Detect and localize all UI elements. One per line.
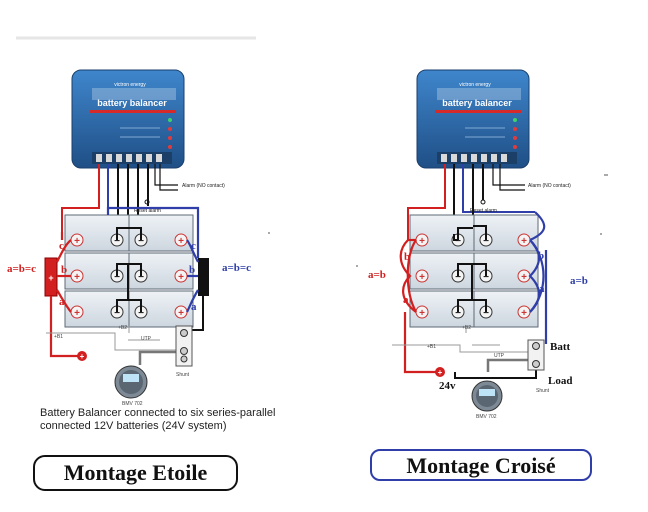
battery-minus-label: − <box>114 272 120 283</box>
right-red-group-label: a=b <box>368 269 386 281</box>
left-shunt <box>175 325 193 367</box>
battery-minus-label: − <box>483 308 489 319</box>
battery-plus-label: + <box>74 236 80 247</box>
left-diagram: victron energy battery balancer <box>7 69 251 407</box>
right-voltage-label: 24v <box>439 380 456 392</box>
battery-plus-label: + <box>419 236 425 247</box>
battery-minus-label: − <box>138 272 144 283</box>
battery-plus-label: + <box>419 308 425 319</box>
right-shunt-label: Shunt <box>536 388 550 394</box>
right-battery-balancer: victron energy battery balancer <box>416 69 530 169</box>
battery-plus-label: + <box>74 308 80 319</box>
battery-plus-label: + <box>178 236 184 247</box>
terminal-plus-label: + <box>80 352 85 361</box>
right-b1-label: +B1 <box>427 344 436 350</box>
right-device-name: battery balancer <box>442 98 512 108</box>
left-b1-label: +B1 <box>54 334 63 340</box>
left-battery-balancer: victron energy battery balancer <box>71 69 185 169</box>
battery-plus-label: + <box>178 308 184 319</box>
left-shunt-label: Shunt <box>176 372 190 378</box>
left-b2-label: +B2 <box>118 325 127 331</box>
left-device-name: battery balancer <box>97 98 167 108</box>
right-title: Montage Croisé <box>370 449 592 481</box>
battery-minus-label: − <box>138 236 144 247</box>
right-blue-group-label: a=b <box>570 275 588 287</box>
right-utp-label: UTP <box>494 353 505 359</box>
right-label-a: a <box>403 294 409 306</box>
right-label-b-blue: b <box>538 250 544 262</box>
left-label-b-blue: b <box>189 264 195 276</box>
right-reset-label: Reset alarm <box>470 208 497 214</box>
left-caption-line2: connected 12V batteries (24V system) <box>40 420 227 432</box>
right-device-brand: victron energy <box>459 82 491 88</box>
right-load-label: Load <box>548 375 572 387</box>
battery-plus-label: + <box>419 272 425 283</box>
battery-plus-label: + <box>521 308 527 319</box>
left-caption: Battery Balancer connected to six series… <box>40 407 300 433</box>
left-utp-label: UTP <box>141 336 152 342</box>
right-label-b: b <box>404 251 410 263</box>
battery-plus-label: + <box>521 236 527 247</box>
battery-minus-label: − <box>483 236 489 247</box>
left-alarm-label: Alarm (NO contact) <box>182 183 225 189</box>
left-title: Montage Etoile <box>33 455 238 491</box>
left-label-c-blue: c <box>191 240 196 252</box>
terminal-plus-label: + <box>438 368 443 377</box>
left-bmv-monitor <box>114 365 148 399</box>
battery-minus-label: − <box>455 272 461 283</box>
left-label-c: c <box>59 240 64 252</box>
left-monitor-label: BMV 702 <box>122 401 143 407</box>
left-blue-group-label: a=b=c <box>222 262 251 274</box>
right-shunt <box>527 339 545 371</box>
battery-minus-label: − <box>455 236 461 247</box>
left-caption-line1: Battery Balancer connected to six series… <box>40 407 276 419</box>
battery-minus-label: − <box>114 308 120 319</box>
left-label-a: a <box>59 296 65 308</box>
battery-minus-label: − <box>455 308 461 319</box>
battery-minus-label: − <box>138 308 144 319</box>
left-label-b: b <box>61 264 67 276</box>
battery-plus-label: + <box>178 272 184 283</box>
left-red-group-label: a=b=c <box>7 263 36 275</box>
right-alarm-label: Alarm (NO contact) <box>528 183 571 189</box>
right-batt-label: Batt <box>550 341 571 353</box>
left-black-busbar <box>198 258 209 296</box>
right-b2-label: +B2 <box>462 325 471 331</box>
battery-plus-label: + <box>521 272 527 283</box>
right-monitor-label: BMV 702 <box>476 414 497 420</box>
right-label-a-blue: a <box>539 283 545 295</box>
battery-minus-label: − <box>114 236 120 247</box>
busbar-plus-label: + <box>48 273 53 283</box>
right-positive-terminal <box>435 367 445 377</box>
battery-plus-label: + <box>74 272 80 283</box>
right-bmv-monitor <box>471 380 503 412</box>
left-label-a-blue: a <box>191 301 197 313</box>
battery-minus-label: − <box>483 272 489 283</box>
right-diagram: victron energy battery balancer <box>368 69 588 420</box>
left-positive-terminal <box>77 351 87 361</box>
left-reset-label: Reset alarm <box>134 208 161 214</box>
left-device-brand: victron energy <box>114 82 146 88</box>
